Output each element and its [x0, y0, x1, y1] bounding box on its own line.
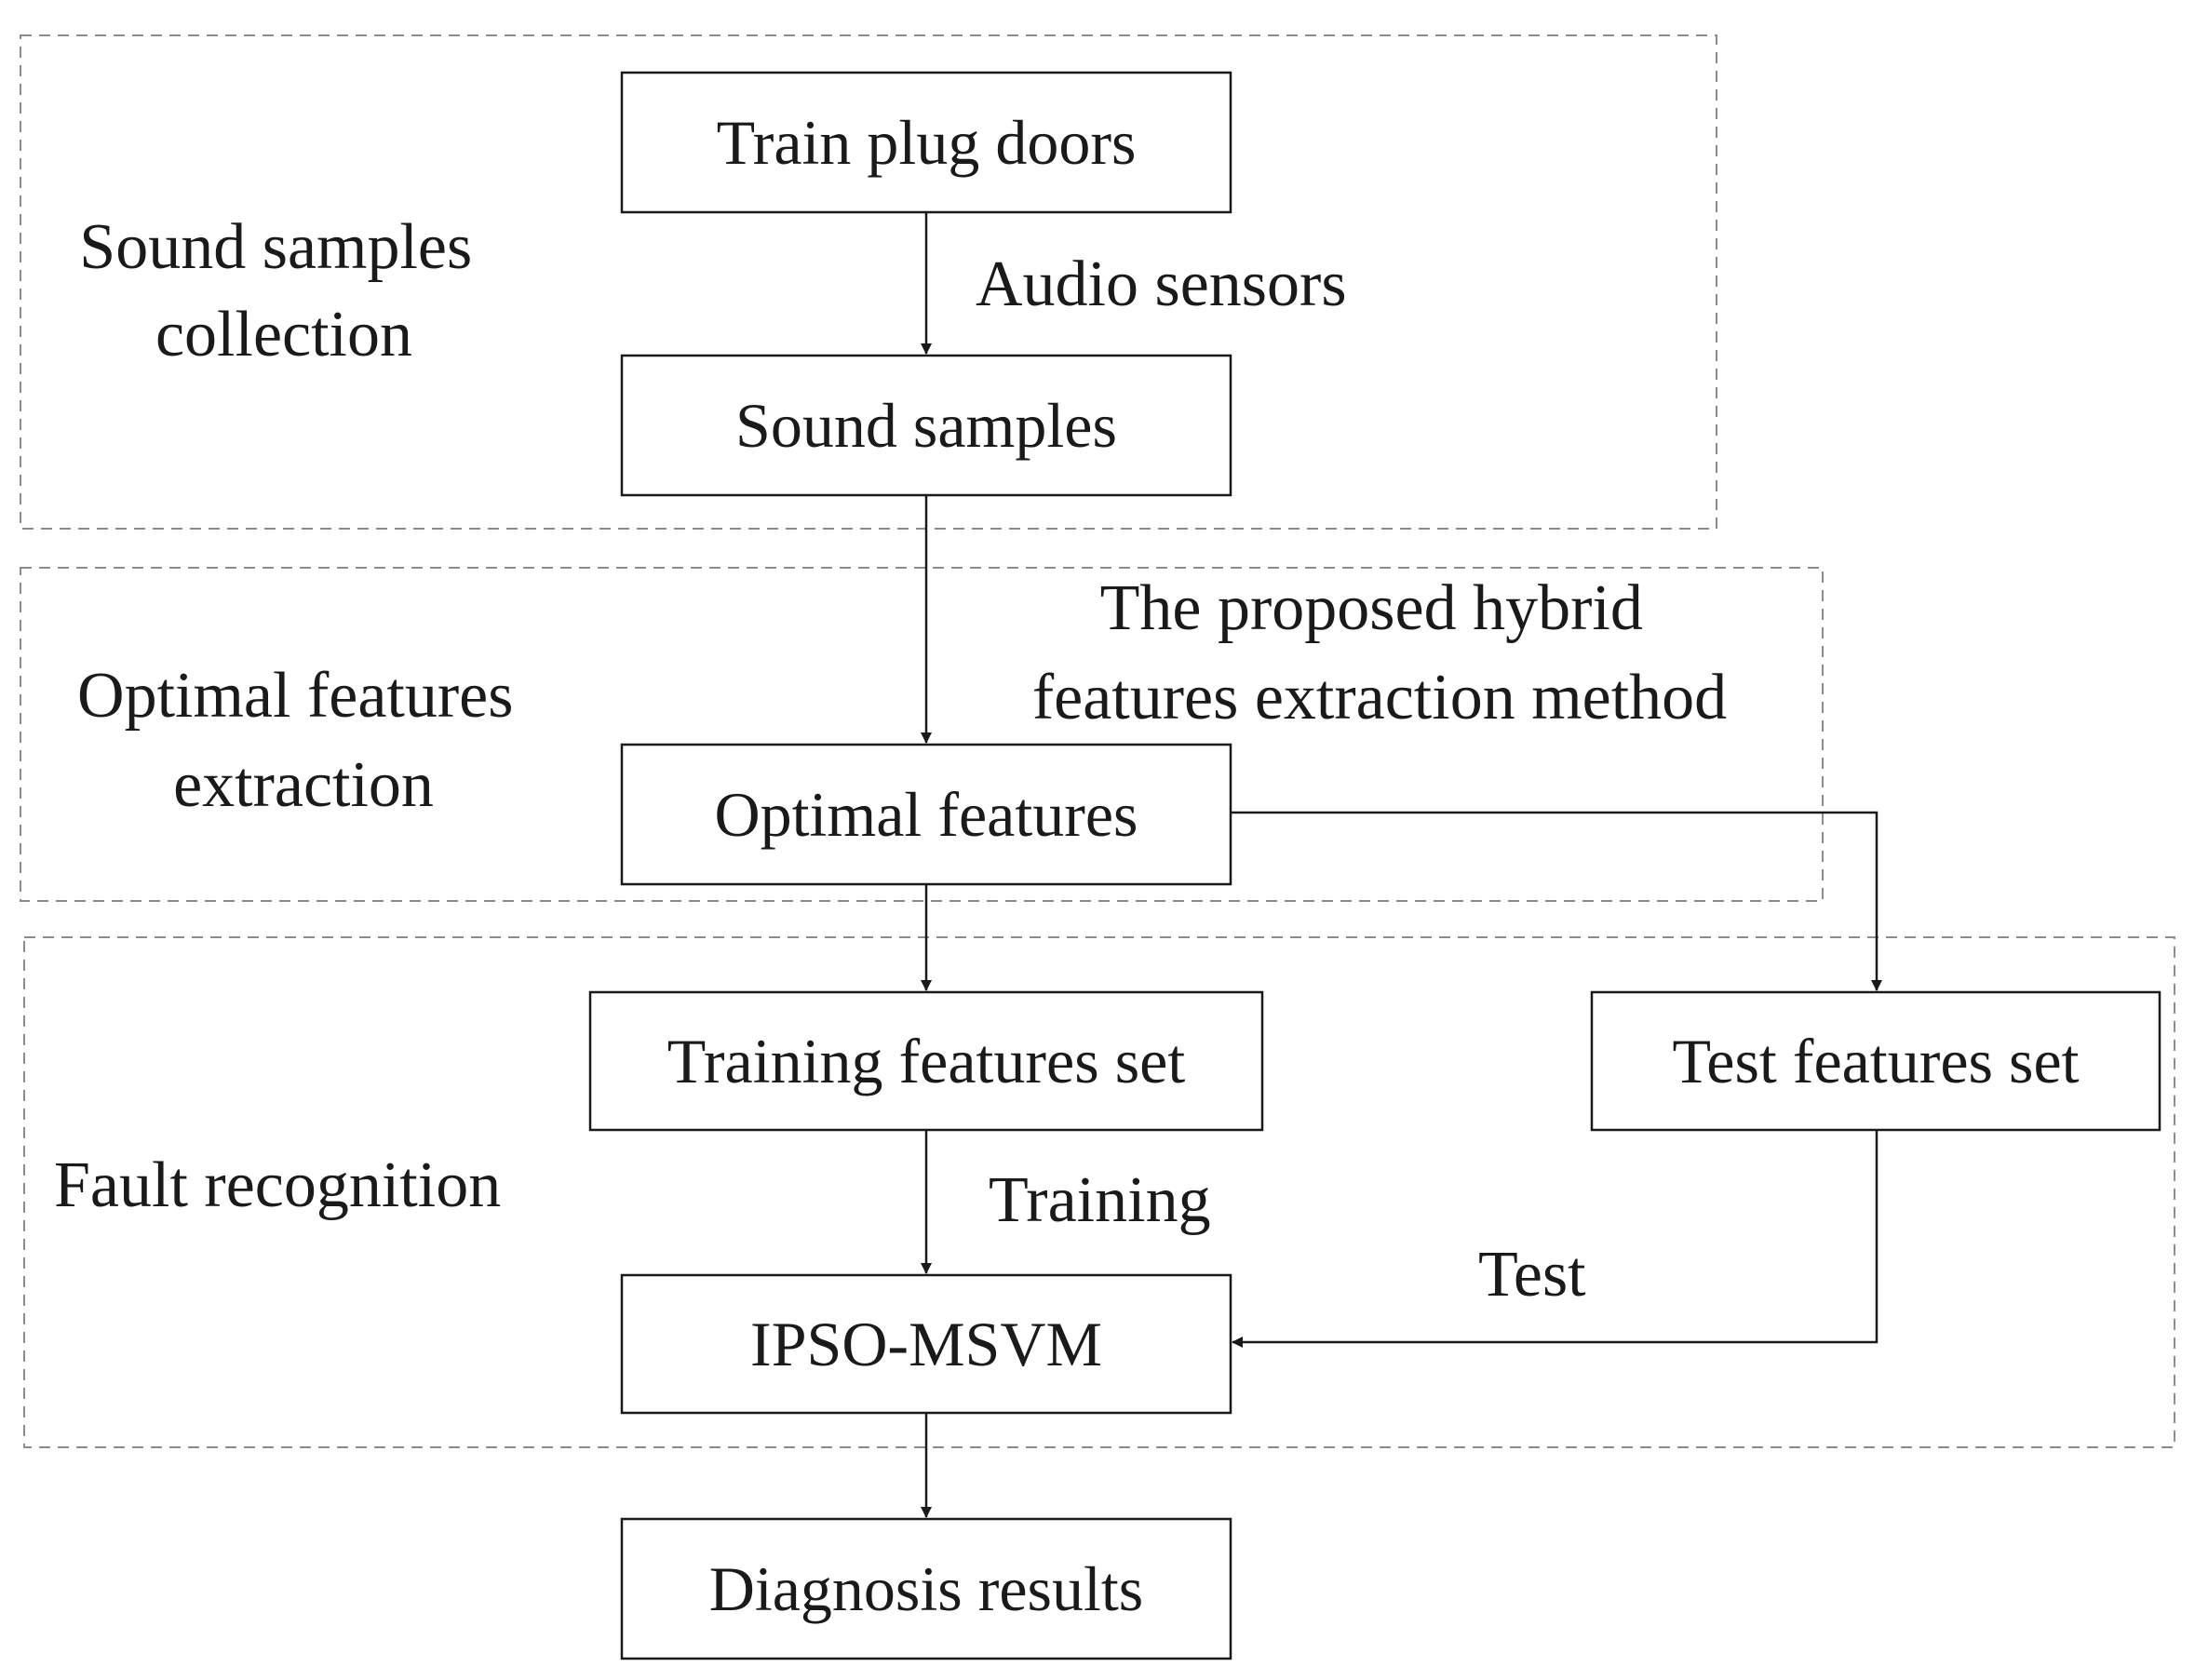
group-collection-region	[20, 34, 1717, 530]
group-recognition-region	[23, 936, 2175, 1448]
node-diagnosis-results-label: Diagnosis results	[709, 1553, 1144, 1624]
node-ipso-msvm: IPSO-MSVM	[620, 1273, 1232, 1415]
edge-label-method-line1: The proposed hybrid	[1100, 572, 1643, 644]
node-sound-samples-label: Sound samples	[735, 390, 1117, 461]
edge-label-training: Training	[989, 1164, 1211, 1236]
group-label-extraction-line1: Optimal features	[77, 660, 513, 732]
group-label-collection-line2: collection	[155, 299, 412, 370]
group-label-recognition: Fault recognition	[54, 1149, 501, 1221]
group-label-extraction: Optimal features extraction	[77, 660, 530, 821]
node-ipso-msvm-label: IPSO-MSVM	[750, 1309, 1102, 1379]
node-test-features-set-label: Test features set	[1672, 1026, 2079, 1096]
group-label-extraction-line2: extraction	[173, 749, 434, 821]
group-extraction-region	[20, 567, 1824, 902]
node-train-plug-doors-label: Train plug doors	[717, 107, 1137, 178]
edge-label-method-line2: features extraction method	[1032, 662, 1727, 733]
node-optimal-features-label: Optimal features	[714, 779, 1138, 850]
group-label-collection-line1: Sound samples	[79, 211, 472, 283]
edge-label-test: Test	[1478, 1239, 1586, 1310]
node-diagnosis-results: Diagnosis results	[620, 1517, 1232, 1660]
node-train-plug-doors: Train plug doors	[620, 71, 1232, 214]
node-training-features-set-label: Training features set	[667, 1026, 1186, 1096]
node-optimal-features: Optimal features	[620, 743, 1232, 886]
node-test-features-set: Test features set	[1590, 990, 2161, 1132]
edge-test-set-to-ipso	[1232, 1130, 1879, 1348]
node-sound-samples: Sound samples	[620, 354, 1232, 497]
edge-features-to-test-set	[1231, 811, 1882, 991]
edge-label-audio-sensors: Audio sensors	[976, 249, 1347, 320]
group-label-collection: Sound samples collection	[79, 211, 488, 370]
edge-label-method: The proposed hybrid features extraction …	[1032, 572, 1727, 733]
node-training-features-set: Training features set	[588, 990, 1264, 1132]
